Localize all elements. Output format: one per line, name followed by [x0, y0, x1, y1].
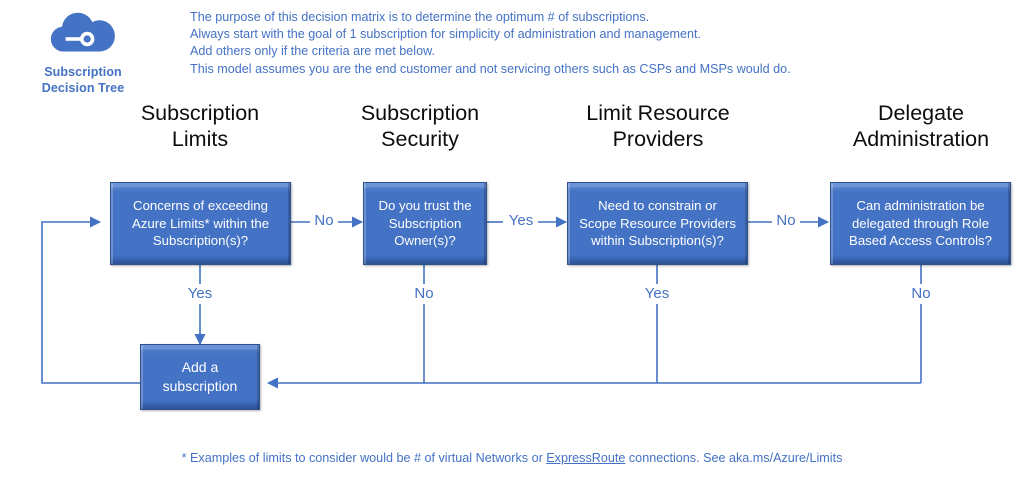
- footnote: * Examples of limits to consider would b…: [0, 450, 1024, 467]
- column-title-line1: Limit Resource: [586, 101, 730, 125]
- node-subscription-limits[interactable]: Concerns of exceeding Azure Limits* with…: [110, 182, 291, 265]
- node-line2: Azure Limits* within the: [131, 215, 270, 231]
- column-title-line2: Security: [381, 127, 459, 151]
- node-subscription-security[interactable]: Do you trust the Subscription Owner(s)?: [363, 182, 487, 265]
- node-line1: Need to constrain or: [598, 198, 717, 214]
- node-line2: delegated through Role: [851, 215, 990, 231]
- edge-label-delegate-down: No: [911, 285, 931, 302]
- column-title-line2: Limits: [171, 127, 229, 151]
- edge-label-security-to-providers: Yes: [508, 212, 534, 229]
- column-title-line2: Providers: [612, 127, 704, 151]
- intro-paragraph: The purpose of this decision matrix is t…: [190, 9, 870, 78]
- node-line1: Can administration be: [856, 198, 985, 214]
- node-line1: Do you trust the: [378, 198, 472, 214]
- logo-caption-line2: Decision Tree: [41, 81, 125, 95]
- edge-label-limits-down: Yes: [187, 285, 213, 302]
- logo-block: Subscription Decision Tree: [24, 8, 142, 96]
- intro-line-4: This model assumes you are the end custo…: [190, 61, 791, 76]
- column-title-line1: Delegate: [877, 101, 965, 125]
- column-title-line2: Administration: [852, 127, 990, 151]
- intro-line-2: Always start with the goal of 1 subscrip…: [190, 27, 701, 42]
- azure-subscription-cloud-icon: [50, 12, 115, 52]
- intro-line-3: Add others only if the criteria are met …: [190, 44, 435, 59]
- node-line2: Subscription: [388, 215, 462, 231]
- node-line3: Based Access Controls?: [849, 233, 992, 249]
- node-line3: Subscription(s)?: [152, 233, 249, 249]
- column-title-limit-resource-providers: Limit Resource Providers: [560, 100, 756, 152]
- expressroute-link[interactable]: ExpressRoute: [546, 451, 626, 465]
- node-line3: Owner(s)?: [394, 233, 456, 249]
- node-line1: Add a: [181, 359, 219, 375]
- node-line2: subscription: [162, 378, 238, 394]
- edge-label-providers-to-delegate: No: [776, 212, 796, 229]
- column-title-delegate-administration: Delegate Administration: [822, 100, 1020, 152]
- edge-label-security-down: No: [414, 285, 434, 302]
- column-title-line1: Subscription: [360, 101, 480, 125]
- edge-label-providers-down: Yes: [644, 285, 670, 302]
- column-title-subscription-security: Subscription Security: [324, 100, 516, 152]
- node-line2: Scope Resource Providers: [579, 215, 736, 231]
- node-line1: Concerns of exceeding: [133, 198, 268, 214]
- logo-caption-line1: Subscription: [44, 65, 122, 79]
- column-title-subscription-limits: Subscription Limits: [104, 100, 296, 152]
- footnote-part1: * Examples of limits to consider would b…: [181, 451, 547, 465]
- node-limit-resource-providers[interactable]: Need to constrain or Scope Resource Prov…: [567, 182, 748, 265]
- intro-line-1: The purpose of this decision matrix is t…: [190, 10, 650, 24]
- node-line3: within Subscription(s)?: [591, 233, 724, 249]
- edge-label-limits-to-security: No: [314, 212, 334, 229]
- column-title-line1: Subscription: [140, 101, 260, 125]
- node-delegate-administration[interactable]: Can administration be delegated through …: [830, 182, 1011, 265]
- footnote-part2: connections. See aka.ms/Azure/Limits: [625, 451, 843, 465]
- node-add-a-subscription[interactable]: Add a subscription: [140, 344, 260, 410]
